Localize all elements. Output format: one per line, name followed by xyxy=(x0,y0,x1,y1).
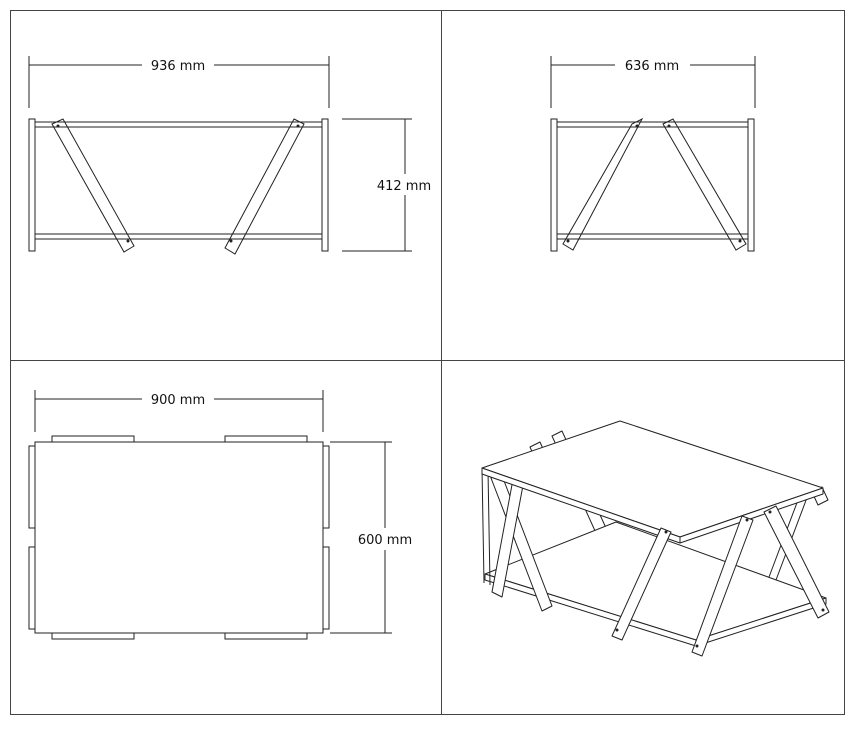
isometric-view xyxy=(481,420,830,657)
top-depth-label: 600 mm xyxy=(358,533,412,548)
front-table-outline xyxy=(28,118,329,255)
top-depth-dimension: 600 mm xyxy=(330,441,412,634)
drawing-frame xyxy=(10,10,845,715)
front-view: 936 mm 412 mm xyxy=(28,56,431,255)
top-width-dimension: 900 mm xyxy=(34,390,324,432)
side-width-dimension: 636 mm xyxy=(550,56,756,108)
side-width-label: 636 mm xyxy=(625,59,679,74)
top-table-outline xyxy=(28,435,330,640)
top-width-label: 900 mm xyxy=(151,393,205,408)
side-table-outline xyxy=(550,117,755,252)
iso-front-legs xyxy=(611,505,830,657)
iso-left-legs xyxy=(481,467,553,612)
front-height-label: 412 mm xyxy=(377,179,431,194)
front-height-dimension: 412 mm xyxy=(342,118,431,252)
front-width-dimension: 936 mm xyxy=(28,56,330,108)
front-width-label: 936 mm xyxy=(151,59,205,74)
side-view: 636 mm xyxy=(550,56,756,252)
iso-table-top xyxy=(481,420,824,544)
top-view: 900 mm 600 mm xyxy=(28,390,412,640)
